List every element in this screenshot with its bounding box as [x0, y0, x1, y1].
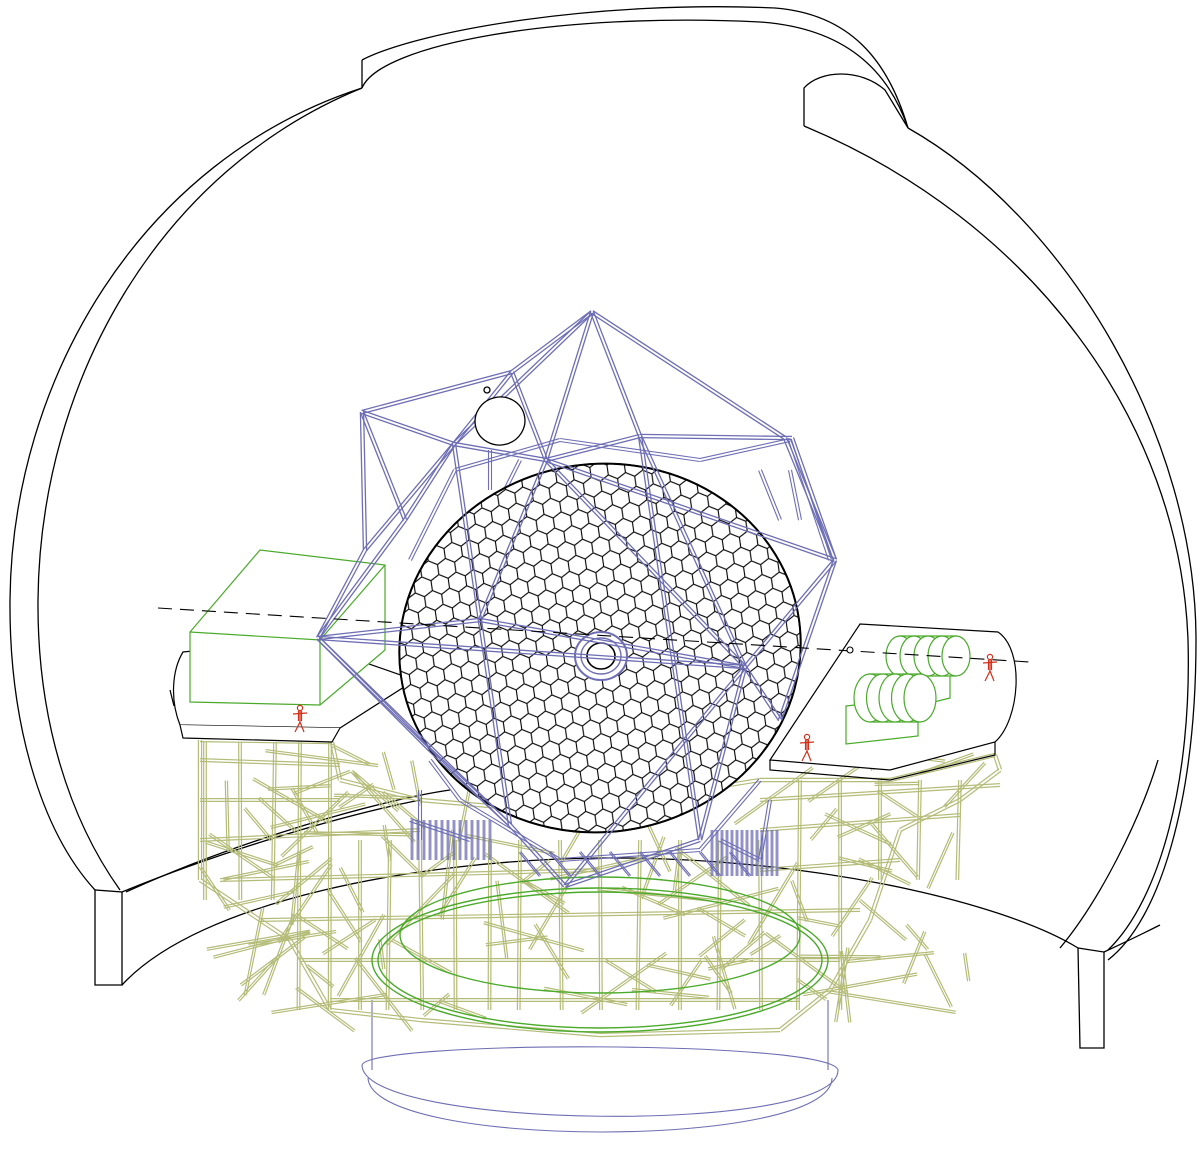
- person-scale-figure: [982, 653, 998, 682]
- person-scale-figure: [799, 733, 815, 762]
- platform-truss: [197, 737, 1003, 1038]
- instrument-cylinders: [845, 635, 971, 745]
- telescope-structure-rear: [408, 437, 832, 877]
- pier-base: [361, 1000, 839, 1133]
- human-figures: [292, 653, 998, 762]
- secondary-mirror: [474, 386, 526, 446]
- elevation-axis: [157, 607, 1031, 663]
- instrument-box: [189, 549, 386, 706]
- telescope-structure: [316, 310, 838, 889]
- dome-enclosure: [9, 6, 1197, 1049]
- person-scale-figure: [292, 704, 308, 733]
- primary-mirror: [380, 440, 820, 859]
- azimuth-track: [371, 876, 829, 1033]
